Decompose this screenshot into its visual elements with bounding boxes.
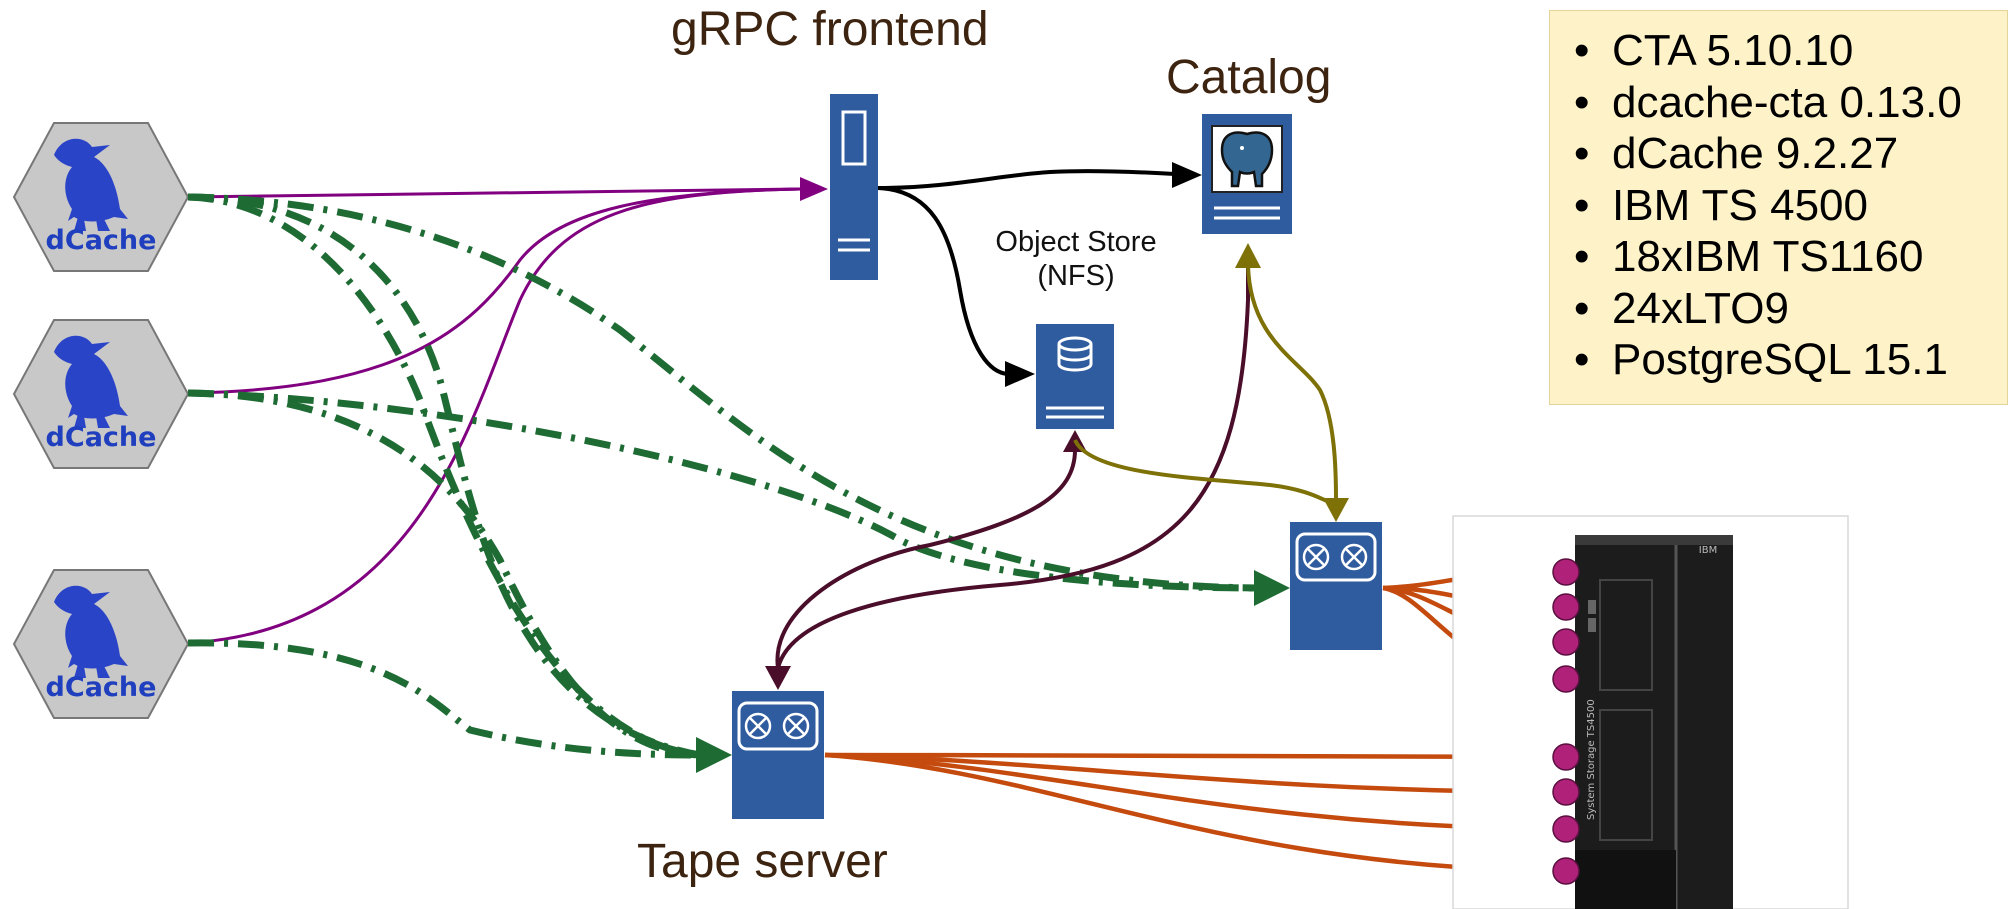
orange-links xyxy=(824,569,1561,874)
bullet-icon: • xyxy=(1574,283,1590,333)
link-dcache1-grpc xyxy=(187,187,801,199)
drive-connector-5 xyxy=(1552,743,1580,771)
link-dcache2-grpc xyxy=(187,187,801,395)
bullet-icon: • xyxy=(1574,232,1590,281)
link-dcache3-grpc xyxy=(187,187,801,645)
list-item: • dcache-cta 0.13.0 xyxy=(1562,77,1997,129)
arrowhead-cta-down xyxy=(1323,498,1349,522)
object-store-label-line1: Object Store xyxy=(995,226,1157,258)
drive-connector-2 xyxy=(1552,593,1580,621)
cta-tape-server-right xyxy=(1290,522,1382,650)
link-objectstore-cta xyxy=(1073,439,1331,504)
object-store-server xyxy=(1036,324,1114,429)
dcache-node-2: dCache xyxy=(12,319,190,469)
bullet-icon: • xyxy=(1574,335,1590,384)
black-links xyxy=(877,169,1176,376)
bullet-icon: • xyxy=(1574,77,1590,127)
olive-links xyxy=(1073,264,1338,504)
link-dcache3-tape xyxy=(187,639,701,759)
object-store-label-line2: (NFS) xyxy=(1037,260,1115,292)
arrowhead-catalog xyxy=(1172,162,1202,188)
dcache-bird-icon xyxy=(54,138,128,231)
list-item: • 18xIBM TS1160 xyxy=(1562,231,1997,283)
drive-bay-icon xyxy=(841,110,867,166)
link-dcache1-cta xyxy=(187,193,1259,592)
bullet-icon: • xyxy=(1574,129,1590,178)
green-links xyxy=(187,193,1259,759)
list-item-text: 24xLTO9 xyxy=(1612,283,1789,333)
software-versions-box: • CTA 5.10.10 • dcache-cta 0.13.0 • dCache … xyxy=(1549,10,2008,405)
software-versions-list: • CTA 5.10.10 • dcache-cta 0.13.0 • dCache … xyxy=(1562,25,1997,386)
list-item: • CTA 5.10.10 xyxy=(1562,25,1997,77)
drive-connector-8 xyxy=(1552,857,1580,885)
drive-connector-6 xyxy=(1552,778,1580,806)
catalog-server xyxy=(1202,114,1292,234)
link-tape-drive-5 xyxy=(824,752,1561,760)
drive-connector-7 xyxy=(1552,815,1580,843)
list-item-text: CTA 5.10.10 xyxy=(1612,26,1854,75)
list-item: • 24xLTO9 xyxy=(1562,283,1997,335)
list-item-text: dcache-cta 0.13.0 xyxy=(1612,77,1962,127)
link-tape-drive-8 xyxy=(824,752,1561,874)
maroon-links xyxy=(775,260,1250,669)
arrowhead-tape-green xyxy=(696,737,732,773)
list-item-text: PostgreSQL 15.1 xyxy=(1612,335,1948,384)
dcache-label-3: dCache xyxy=(46,672,157,703)
link-dcache2-cta xyxy=(187,389,1259,592)
ibm-tape-library: IBM System Storage TS4500 xyxy=(1452,515,1849,909)
link-dcache1-tape-b xyxy=(187,193,701,759)
dcache-bird-icon xyxy=(54,585,128,678)
link-grpc-catalog xyxy=(877,169,1176,190)
object-store-label: Object Store (NFS) xyxy=(986,225,1166,293)
catalog-label: Catalog xyxy=(1166,51,1332,104)
library-model: System Storage TS4500 xyxy=(1586,699,1597,820)
arrowhead-objectstore xyxy=(1005,361,1035,387)
grpc-frontend-label: gRPC frontend xyxy=(671,3,989,56)
library-brand: IBM xyxy=(1699,545,1717,556)
drive-connector-1 xyxy=(1552,558,1580,586)
link-dcache1-tape xyxy=(187,193,701,759)
bullet-icon: • xyxy=(1574,26,1590,75)
tape-server xyxy=(732,691,824,819)
postgresql-elephant-icon xyxy=(1220,131,1274,188)
arrowhead-grpc xyxy=(800,177,828,201)
link-tape-objectstore xyxy=(775,449,1077,669)
drive-connectors xyxy=(1552,558,1580,885)
link-tape-drive-7 xyxy=(824,752,1561,832)
tape-reel-icon xyxy=(1302,543,1368,571)
link-grpc-objectstore xyxy=(877,186,1009,376)
link-catalog-cta xyxy=(1246,264,1338,501)
list-item-text: dCache 9.2.27 xyxy=(1612,129,1899,178)
dcache-bird-icon xyxy=(54,335,128,428)
list-item: • IBM TS 4500 xyxy=(1562,180,1997,232)
list-item: • PostgreSQL 15.1 xyxy=(1562,334,1997,386)
list-item-text: IBM TS 4500 xyxy=(1612,180,1868,230)
list-item-text: 18xIBM TS1160 xyxy=(1612,232,1924,281)
dcache-label-1: dCache xyxy=(46,225,157,256)
dcache-label-2: dCache xyxy=(46,422,157,453)
link-tape-drive-6 xyxy=(824,752,1561,795)
drive-connector-3 xyxy=(1552,628,1580,656)
arrowhead-cta-green xyxy=(1254,570,1290,606)
link-tape-catalog xyxy=(776,260,1250,669)
drive-connector-4 xyxy=(1552,665,1580,693)
purple-links xyxy=(187,177,828,645)
tape-server-label: Tape server xyxy=(637,835,888,888)
link-dcache2-tape xyxy=(187,389,701,759)
arrowhead-catalog-up xyxy=(1235,243,1261,268)
grpc-frontend-server xyxy=(830,94,878,280)
arrowhead-tape-down xyxy=(765,666,791,690)
dcache-node-3: dCache xyxy=(12,569,190,719)
database-icon xyxy=(1057,336,1093,372)
dcache-node-1: dCache xyxy=(12,122,190,272)
tape-reel-icon xyxy=(744,712,810,740)
bullet-icon: • xyxy=(1574,180,1590,230)
list-item: • dCache 9.2.27 xyxy=(1562,128,1997,180)
